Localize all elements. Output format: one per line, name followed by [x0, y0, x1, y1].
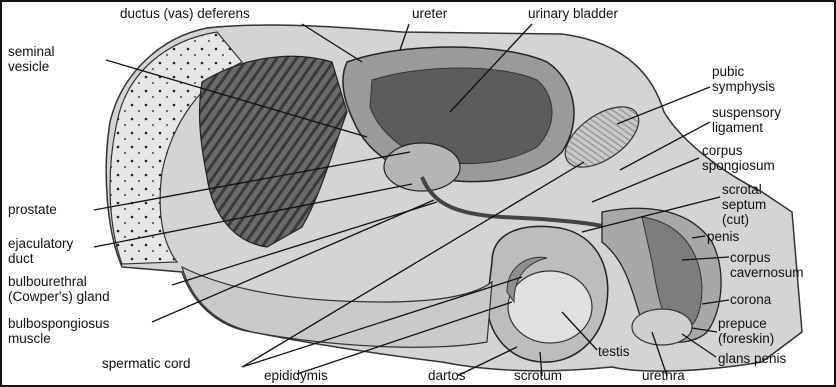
- label-ductus-deferens: ductus (vas) deferens: [120, 6, 250, 21]
- label-epididymis: epididymis: [264, 368, 328, 383]
- label-penis: penis: [707, 229, 739, 244]
- label-ureter: ureter: [412, 6, 447, 21]
- label-pubic-symphysis: pubic symphysis: [712, 64, 775, 94]
- label-scrotal-septum: scrotal septum (cut): [722, 182, 766, 227]
- label-spermatic-cord: spermatic cord: [102, 356, 191, 371]
- label-bulbourethral-gland: bulbourethral (Cowper's) gland: [8, 274, 110, 304]
- glans-shape: [632, 309, 692, 345]
- label-corona: corona: [730, 292, 771, 307]
- prostate-gland: [384, 143, 460, 191]
- label-dartos: dartos: [428, 368, 466, 383]
- label-prostate: prostate: [8, 202, 57, 217]
- label-corpus-cavernosum: corpus cavernosum: [730, 250, 804, 280]
- label-seminal-vesicle: seminal vesicle: [8, 44, 55, 74]
- label-urethra: urethra: [642, 368, 685, 383]
- label-prepuce: prepuce (foreskin): [718, 316, 774, 346]
- label-testis: testis: [598, 344, 630, 359]
- label-ejaculatory-duct: ejaculatory duct: [8, 236, 73, 266]
- label-glans-penis: glans penis: [718, 351, 786, 366]
- label-corpus-spongiosum: corpus spongiosum: [702, 143, 775, 173]
- label-bulbospongiosus-muscle: bulbospongiosus muscle: [8, 316, 109, 346]
- label-scrotum: scrotum: [514, 368, 562, 383]
- label-suspensory-ligament: suspensory ligament: [712, 105, 781, 135]
- label-urinary-bladder: urinary bladder: [528, 6, 618, 21]
- testis-shape: [508, 271, 592, 343]
